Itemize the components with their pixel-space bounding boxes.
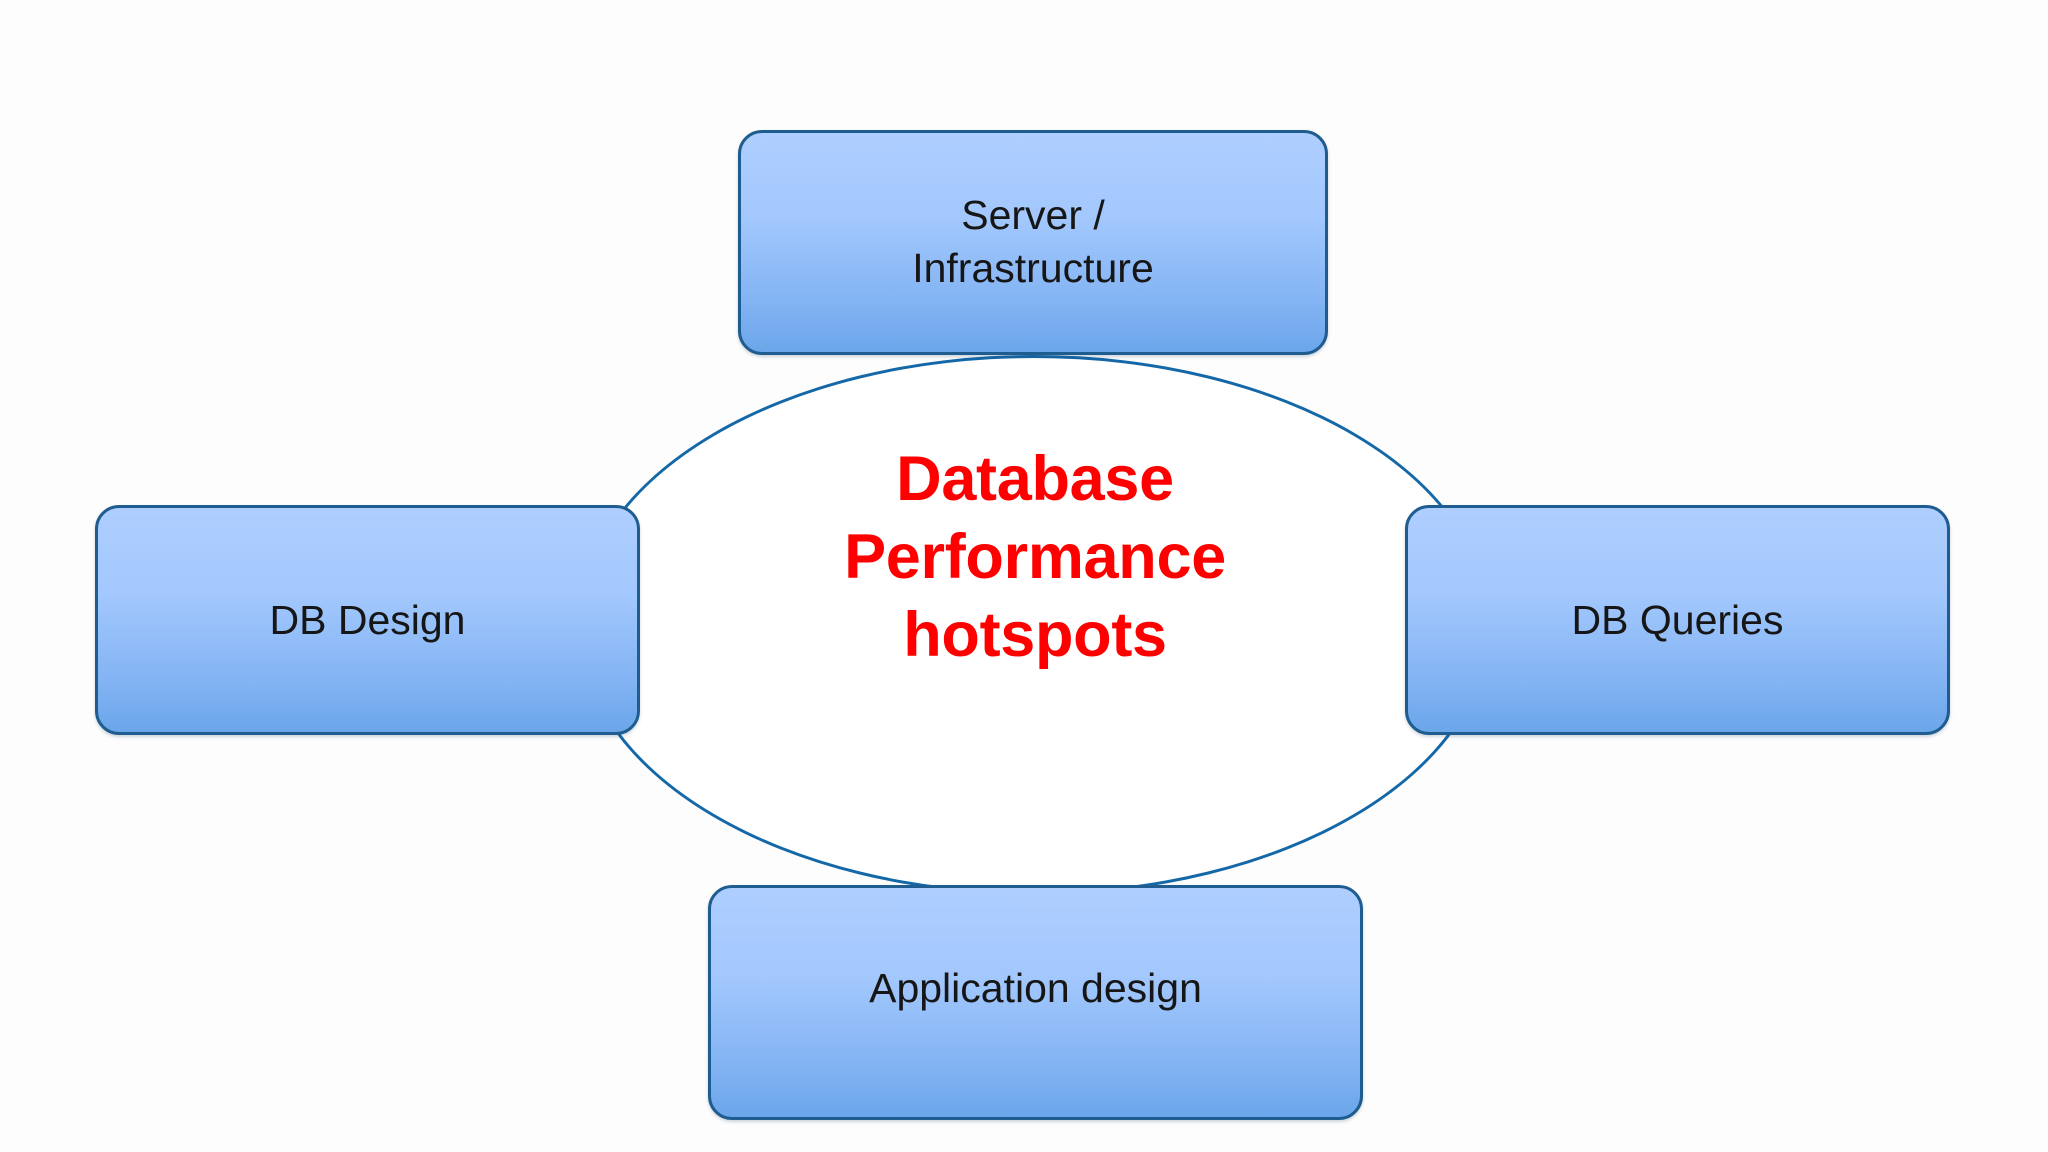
hub-ellipse-shape	[578, 355, 1490, 895]
hub-label-line-1: Database	[896, 444, 1174, 514]
node-application-design-line-1: Application design	[869, 965, 1202, 1012]
node-server-infrastructure[interactable]: Server / Infrastructure	[738, 130, 1328, 355]
node-db-design-label: DB Design	[270, 594, 466, 646]
node-db-design-line-1: DB Design	[269, 596, 466, 643]
node-server-infrastructure-line-1: Server /	[961, 192, 1105, 239]
node-db-queries-label: DB Queries	[1572, 594, 1784, 646]
hub-label-line-3: hotspots	[903, 600, 1167, 671]
hub-label: Database Performance hotspots	[690, 440, 1380, 674]
node-server-infrastructure-line-2: Infrastructure	[912, 244, 1154, 291]
node-server-infrastructure-label: Server / Infrastructure	[912, 189, 1154, 294]
node-db-queries-line-1: DB Queries	[1571, 596, 1784, 643]
node-db-design[interactable]: DB Design	[95, 505, 640, 735]
node-application-design-label: Application design	[869, 962, 1202, 1014]
node-application-design[interactable]: Application design	[708, 885, 1363, 1120]
node-db-queries[interactable]: DB Queries	[1405, 505, 1950, 735]
hub-label-line-2: Performance	[844, 522, 1226, 593]
